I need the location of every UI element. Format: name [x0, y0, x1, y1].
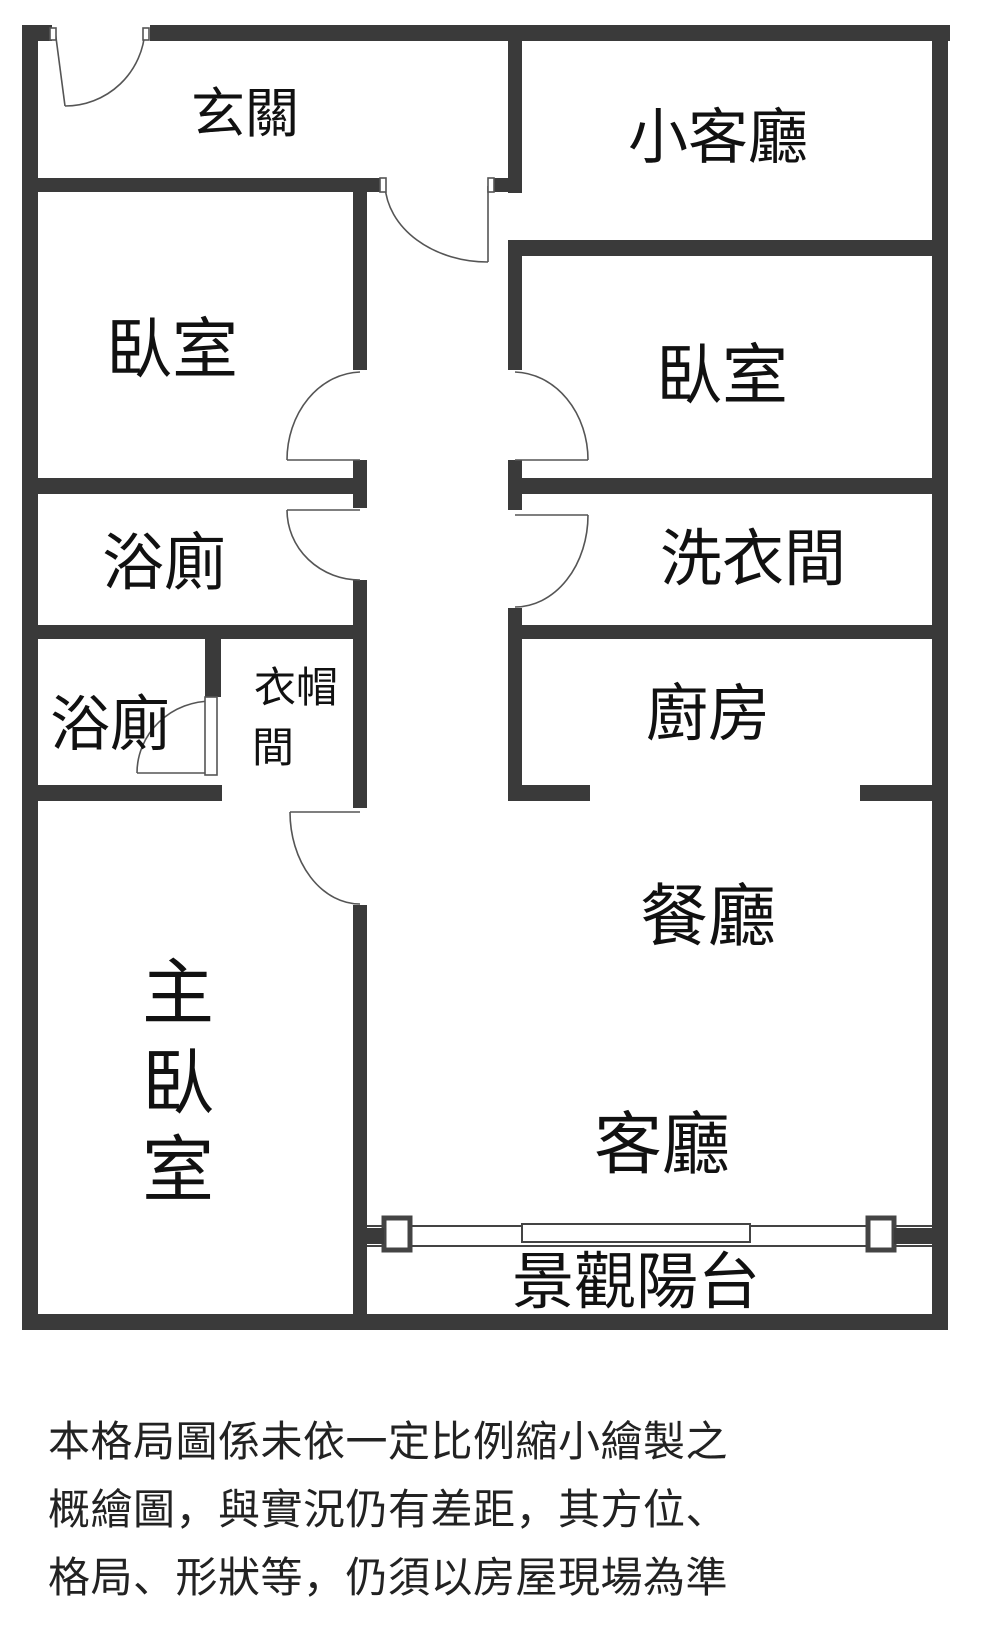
bedroom-left-label: 臥室	[106, 311, 238, 388]
master-bedroom-label-line2: 臥	[142, 1041, 214, 1125]
floor-plan: 玄關 小客廳 臥室 臥室 浴廁 洗衣間 浴廁 衣帽 間 廚房 餐廳 主 臥 室 …	[22, 25, 950, 1330]
walk-in-closet-label-line1: 衣帽	[254, 663, 338, 712]
walls	[22, 25, 950, 1330]
bathroom-upper-label: 浴廁	[102, 526, 226, 599]
laundry-room-label: 洗衣間	[660, 522, 846, 595]
entrance-label: 玄關	[191, 82, 299, 145]
living-room-label: 客廳	[594, 1106, 730, 1185]
walk-in-closet-label-line2: 間	[252, 723, 294, 772]
master-bedroom-label-line3: 室	[142, 1128, 214, 1212]
disclaimer-note: 本格局圖係未依一定比例縮小繪製之 概繪圖，與實況仍有差距，其方位、 格局、形狀等…	[48, 1408, 988, 1612]
master-bedroom-label-line1: 主	[142, 951, 214, 1035]
bathroom-lower-label: 浴廁	[50, 690, 170, 760]
dining-room-label: 餐廳	[640, 878, 776, 957]
small-living-room-label: 小客廳	[628, 103, 808, 173]
bedroom-right-label: 臥室	[656, 337, 788, 414]
disclaimer-line: 本格局圖係未依一定比例縮小繪製之	[48, 1417, 729, 1466]
balcony-label: 景觀陽台	[512, 1245, 760, 1318]
kitchen-label: 廚房	[646, 677, 770, 750]
disclaimer-line: 格局、形狀等，仍須以房屋現場為準	[48, 1553, 729, 1602]
disclaimer-line: 概繪圖，與實況仍有差距，其方位、	[48, 1485, 729, 1534]
doors	[49, 27, 589, 905]
balcony-window	[367, 1215, 932, 1253]
